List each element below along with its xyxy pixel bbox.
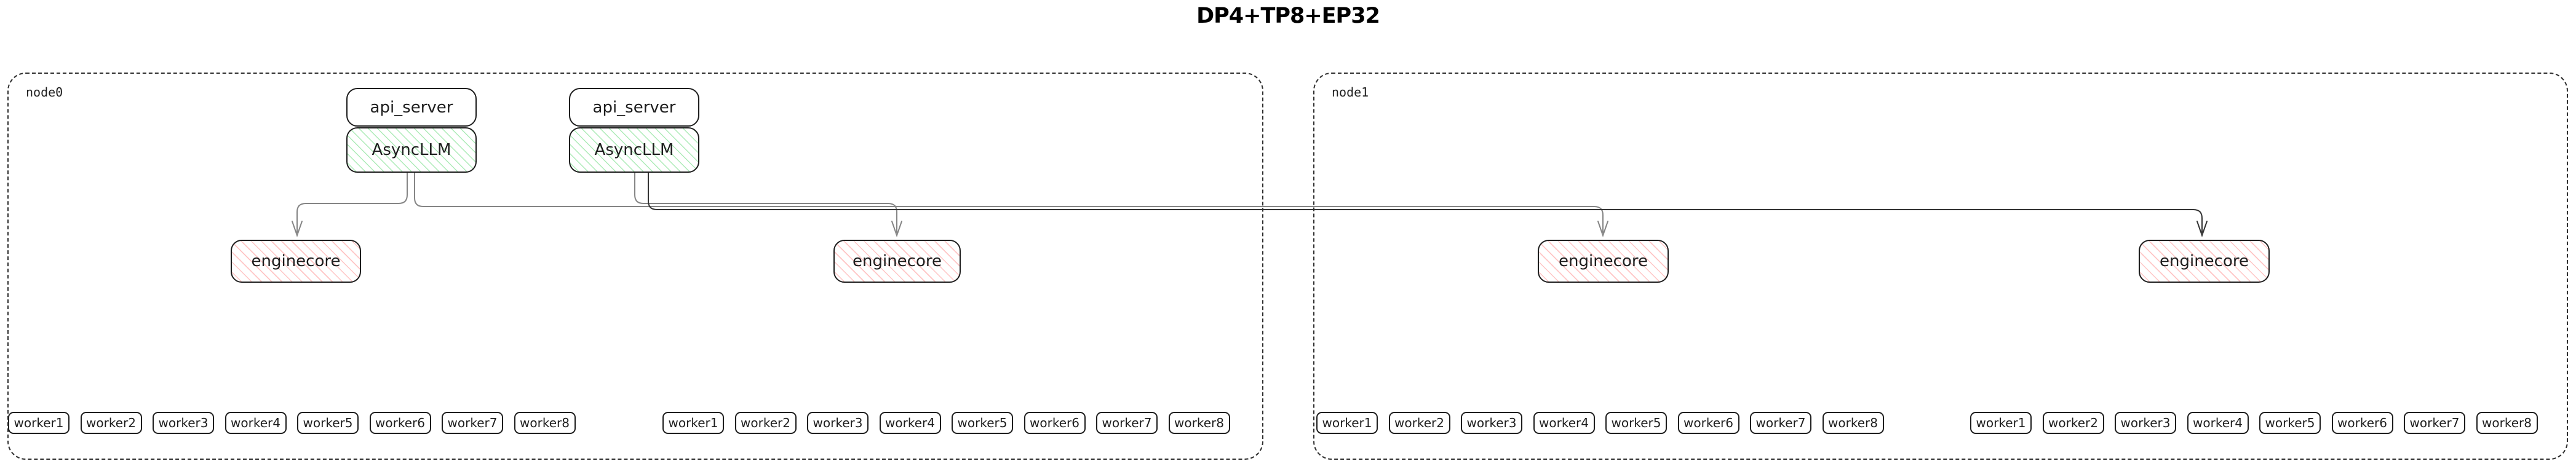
node0-container: node0 — [7, 73, 1263, 460]
worker-box: worker7 — [1096, 412, 1158, 434]
worker-box: worker3 — [2115, 412, 2176, 434]
diagram-title: DP4+TP8+EP32 — [1196, 4, 1380, 28]
node0-label: node0 — [26, 85, 63, 100]
worker-box: worker3 — [153, 412, 214, 434]
worker-box: worker7 — [1750, 412, 1811, 434]
worker-box: worker1 — [1316, 412, 1378, 434]
asyncllm-box-0: AsyncLLM — [346, 127, 477, 173]
worker-box: worker6 — [369, 412, 431, 434]
worker-box: worker6 — [1024, 412, 1086, 434]
worker-box: worker2 — [2042, 412, 2104, 434]
worker-box: worker8 — [2476, 412, 2538, 434]
worker-group-node0-a: worker1 worker2 worker3 worker4 worker5 … — [8, 412, 576, 434]
worker-box: worker6 — [2331, 412, 2393, 434]
worker-box: worker8 — [514, 412, 576, 434]
worker-box: worker5 — [1605, 412, 1667, 434]
worker-box: worker2 — [734, 412, 797, 434]
worker-box: worker1 — [8, 412, 70, 434]
api-server-box-0: api_server — [346, 88, 477, 127]
worker-box: worker5 — [2259, 412, 2321, 434]
worker-group-node1-a: worker1 worker2 worker3 worker4 worker5 … — [1316, 412, 1884, 434]
enginecore-box-node0-0: enginecore — [231, 240, 361, 283]
worker-box: worker3 — [807, 412, 869, 434]
worker-box: worker5 — [952, 412, 1013, 434]
enginecore-box-node1-0: enginecore — [1538, 240, 1669, 283]
worker-box: worker7 — [2404, 412, 2465, 434]
worker-box: worker2 — [80, 412, 142, 434]
worker-group-node0-b: worker1 worker2 worker3 worker4 worker5 … — [662, 412, 1230, 434]
worker-box: worker4 — [1533, 412, 1595, 434]
enginecore-box-node0-1: enginecore — [833, 240, 961, 283]
worker-box: worker5 — [297, 412, 359, 434]
node1-container: node1 — [1313, 73, 2568, 460]
asyncllm-box-1: AsyncLLM — [569, 127, 699, 173]
worker-box: worker8 — [1822, 412, 1884, 434]
worker-box: worker1 — [662, 412, 724, 434]
worker-group-node1-b: worker1 worker2 worker3 worker4 worker5 … — [1970, 412, 2538, 434]
worker-box: worker6 — [1677, 412, 1739, 434]
node1-label: node1 — [1332, 85, 1369, 100]
worker-box: worker4 — [879, 412, 941, 434]
worker-box: worker1 — [1970, 412, 2032, 434]
worker-box: worker7 — [442, 412, 503, 434]
worker-box: worker3 — [1461, 412, 1522, 434]
worker-box: worker2 — [1388, 412, 1450, 434]
enginecore-box-node1-1: enginecore — [2139, 240, 2270, 283]
worker-box: worker4 — [225, 412, 287, 434]
worker-box: worker8 — [1168, 412, 1230, 434]
api-server-box-1: api_server — [569, 88, 699, 127]
worker-box: worker4 — [2187, 412, 2249, 434]
